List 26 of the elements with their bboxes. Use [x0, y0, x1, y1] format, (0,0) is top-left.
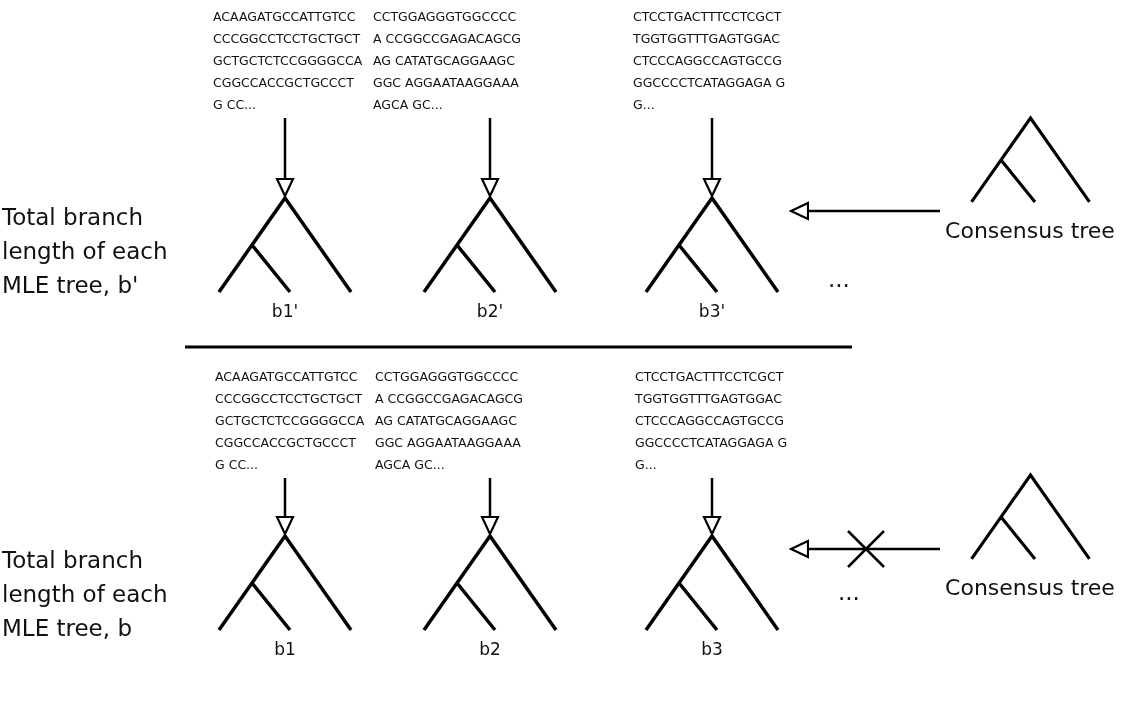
tree-label: Consensus tree: [945, 218, 1115, 243]
tree-label: Consensus tree: [945, 575, 1115, 600]
dna-sequence: CCTGGAGGGTGGCCCCA CCGGCCGAGACAGCGAG CATATGCAGGAAGCGGC AGGAATAAGGAAAAGCA GC...: [373, 6, 523, 116]
arrow: [702, 478, 722, 536]
tree-label: b2: [479, 639, 501, 659]
ellipsis-text: ...: [828, 265, 851, 294]
crossed-out-arrow: [789, 529, 940, 569]
tree-label: b1': [271, 301, 299, 321]
tree-label: b3': [698, 301, 726, 321]
arrow: [480, 118, 500, 198]
tree-label: b2': [476, 301, 504, 321]
dna-sequence: CCTGGAGGGTGGCCCCA CCGGCCGAGACAGCGAG CATATGCAGGAAGCGGC AGGAATAAGGAAAAGCA GC...: [375, 366, 525, 476]
arrow: [480, 478, 500, 536]
tree-label: b1: [274, 639, 296, 659]
dna-sequence: ACAAGATGCCATTGTCC CCCGGCCTCCTGCTGCT GCTGCTCTCCGGGGCCA CGGCCACCGCTGCCCTG CC...: [215, 366, 365, 476]
dna-sequence: ACAAGATGCCATTGTCC CCCGGCCTCCTGCTGCT GCTGCTCTCCGGGGCCA CGGCCACCGCTGCCCTG CC...: [213, 6, 363, 116]
ellipsis-text: ...: [838, 578, 861, 607]
arrow: [275, 118, 295, 198]
axis-label-text: Total branch length of each MLE tree, b': [2, 203, 169, 300]
axis-label-text: Total branch length of each MLE tree, b: [2, 546, 169, 643]
dna-sequence: CTCCTGACTTTCCTCGCT TGGTGGTTTGAGTGGAC CTCCCAGGCCAGTGCCG GGCCCCTCATAGGAGA GG...: [635, 366, 790, 476]
dna-sequence: CTCCTGACTTTCCTCGCT TGGTGGTTTGAGTGGAC CTCCCAGGCCAGTGCCG GGCCCCTCATAGGAGA GG...: [633, 6, 788, 116]
arrow: [789, 201, 940, 221]
arrow: [702, 118, 722, 198]
arrow: [275, 478, 295, 536]
tree-label: b3: [701, 639, 723, 659]
